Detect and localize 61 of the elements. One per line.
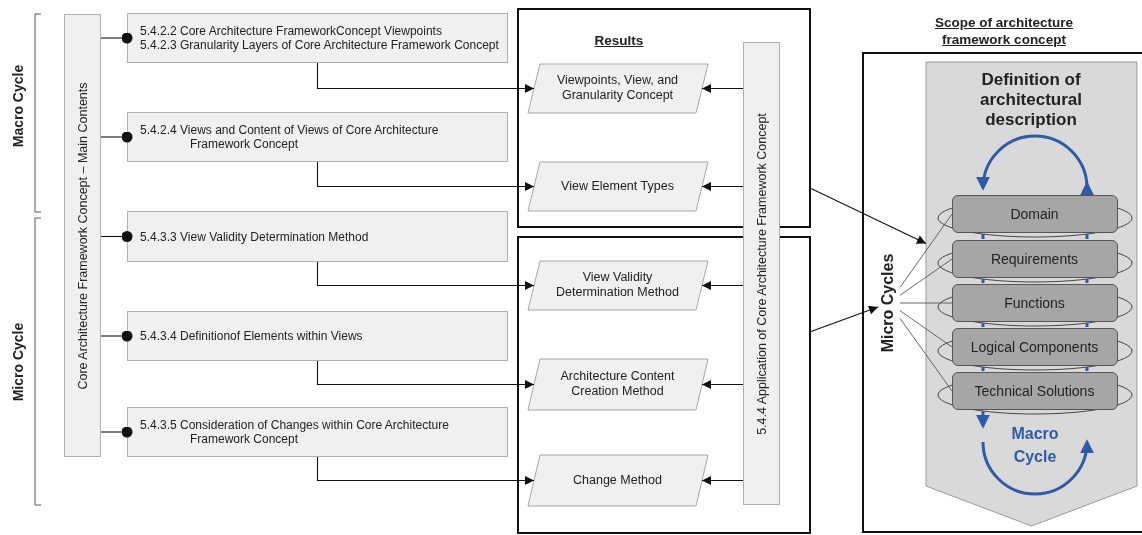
section-box xyxy=(127,13,508,63)
arrow xyxy=(810,187,927,245)
section-title: 5.4.3.3 View Validity Determination Method xyxy=(140,229,370,244)
scope-chevron xyxy=(925,61,1137,526)
result-label: Viewpoints, View, and Granularity Concept xyxy=(555,73,680,103)
arrow xyxy=(701,84,744,93)
dot-connector xyxy=(100,32,133,44)
section-box xyxy=(127,211,508,262)
arrow xyxy=(701,380,744,389)
dot-connector xyxy=(100,426,133,438)
result-label: View Element Types xyxy=(561,178,674,194)
arrow xyxy=(701,476,744,485)
connector-line xyxy=(899,317,953,392)
group-frame xyxy=(517,8,811,228)
dot-connector xyxy=(100,131,133,143)
section-title: 5.4.3.5 Consideration of Changes within Core Architecture Framework Concept xyxy=(140,418,450,446)
layer-box: Domain xyxy=(951,194,1118,233)
arrow xyxy=(316,261,535,290)
arrow xyxy=(316,62,535,93)
result-parallelogram xyxy=(527,358,708,410)
arrow xyxy=(701,182,744,191)
result-label: Change Method xyxy=(573,472,662,488)
result-parallelogram xyxy=(527,63,708,113)
arrow xyxy=(701,281,744,290)
connector-line xyxy=(899,258,953,296)
result-parallelogram xyxy=(527,161,708,211)
dot-connector xyxy=(100,330,133,342)
connector-line xyxy=(899,310,953,348)
rotated-heading: Micro Cycles xyxy=(877,247,900,358)
connector-line xyxy=(899,213,953,288)
section-box xyxy=(127,311,508,361)
arrow xyxy=(316,161,535,191)
cycle-label: Macro Cycle xyxy=(9,63,27,150)
layer-box: Functions xyxy=(951,283,1118,322)
dot-connector xyxy=(100,231,133,242)
result-label: Architecture Content Creation Method xyxy=(559,369,676,399)
layer-box: Technical Solutions xyxy=(951,371,1118,410)
section-title: 5.4.2.2 Core Architecture FrameworkConcept Viewpoints xyxy=(140,24,443,38)
heading-bar xyxy=(743,42,780,505)
chevron-heading: Definition of architectural description xyxy=(978,69,1083,130)
section-title: 5.4.3.4 Definitionof Elements within Views xyxy=(140,329,364,343)
section-title: 5.4.2.3 Granularity Layers of Core Architecture Framework Concept xyxy=(140,38,499,52)
bar-label: Core Architecture Framework Concept – Main Contents xyxy=(74,80,91,392)
cycle-label: Micro Cycle xyxy=(9,321,27,404)
section-title: 5.4.2.4 Views and Content of Views of Core Architecture Framework Concept xyxy=(140,123,440,151)
section-box xyxy=(127,112,508,162)
section-box xyxy=(127,407,508,457)
bar-label: 5.4.4 Application of Core Architecture Framework Concept xyxy=(753,111,770,437)
connector-line xyxy=(899,302,953,304)
result-parallelogram xyxy=(527,260,708,310)
arrow xyxy=(316,456,535,485)
frame-heading: Results xyxy=(593,32,645,49)
arrow xyxy=(810,305,879,332)
result-parallelogram xyxy=(527,454,708,506)
result-label: View Validity Determination Method xyxy=(555,270,680,300)
arrow xyxy=(316,360,535,389)
layer-box: Logical Components xyxy=(951,327,1118,366)
frame-heading: Scope of architecture framework concept xyxy=(933,14,1074,48)
heading-bar xyxy=(64,14,101,457)
cycle-label: Macro Cycle xyxy=(1010,424,1060,467)
layer-box: Requirements xyxy=(951,239,1118,278)
